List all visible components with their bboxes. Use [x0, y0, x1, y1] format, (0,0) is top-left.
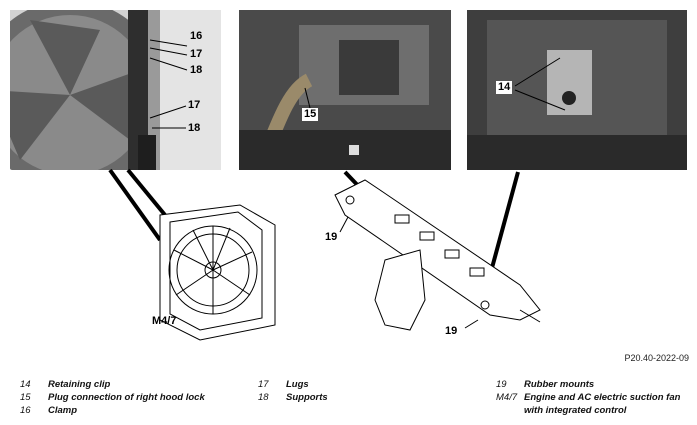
legend-text: Lugs [286, 379, 309, 390]
legend-item: M4/7 Engine and AC electric suction fan … [496, 391, 691, 417]
callout-16: 16 [190, 30, 203, 42]
legend-item: 19 Rubber mounts [496, 378, 691, 391]
photo-fan-radiator-art [10, 10, 221, 170]
legend-text: Engine and AC electric suction fan with … [524, 392, 681, 416]
figure-code: P20.40-2022-09 [624, 353, 689, 363]
photo-hood-lock-plug [239, 10, 451, 170]
legend-column-3: 19 Rubber mounts M4/7 Engine and AC elec… [496, 378, 691, 417]
label-19-right: 19 [445, 325, 458, 337]
legend-item: 15 Plug connection of right hood lock [20, 391, 240, 404]
legend-text: Clamp [48, 405, 78, 416]
legend-number: 14 [20, 379, 31, 390]
legend-item: 14 Retaining clip [20, 378, 240, 391]
legend-number: 17 [258, 379, 269, 390]
legend-number: 18 [258, 392, 269, 403]
label-19-left: 19 [325, 231, 338, 243]
callout-14: 14 [496, 81, 513, 94]
crossmember-drawing [334, 179, 541, 331]
photo-hood-lock-plug-art [239, 10, 451, 170]
legend-item: 18 Supports [258, 391, 458, 404]
legend-column-2: 17 Lugs 18 Supports [258, 378, 458, 404]
callout-15: 15 [302, 108, 319, 121]
legend-text: Supports [286, 392, 328, 403]
callout-17-bottom: 17 [188, 99, 201, 111]
legend-column-1: 14 Retaining clip 15 Plug connection of … [20, 378, 240, 417]
callout-17-top: 17 [190, 48, 203, 60]
callout-18-top: 18 [190, 64, 203, 76]
legend-number: 19 [496, 379, 507, 390]
legend-number: 16 [20, 405, 31, 416]
legend-text: Rubber mounts [524, 379, 595, 390]
photo-fan-radiator [10, 10, 221, 170]
legend-text: Retaining clip [48, 379, 111, 390]
legend-number: 15 [20, 392, 31, 403]
label-m4-7: M4/7 [152, 315, 177, 327]
legend-text: Plug connection of right hood lock [48, 392, 205, 403]
legend-item: 16 Clamp [20, 404, 240, 417]
callout-18-bottom: 18 [188, 122, 201, 134]
legend-item: 17 Lugs [258, 378, 458, 391]
fan-assembly-drawing [159, 204, 276, 341]
legend-number: M4/7 [496, 392, 518, 403]
